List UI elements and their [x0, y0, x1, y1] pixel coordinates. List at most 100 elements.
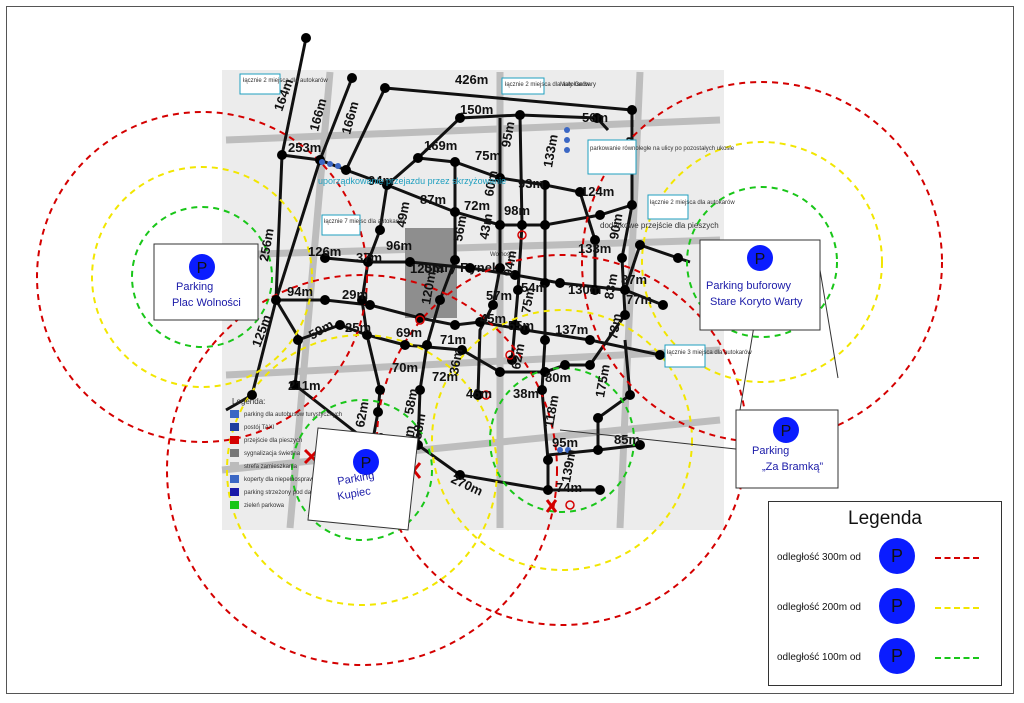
callout-text: łącznie 3 miejsca dla autokarów [667, 350, 752, 356]
distance-label: 94m [287, 284, 313, 299]
route-node [450, 207, 460, 217]
legend-row-100m: odległość 100m od P [769, 638, 1001, 678]
route-node [510, 320, 520, 330]
map-inner-legend: Legenda: parking dla autobusów turystycz… [230, 397, 342, 509]
range-circles-stare-koryto [581, 81, 943, 443]
parking-za-bramka: P Parking „Za Bramką” [735, 409, 839, 489]
distance-label: 58m [401, 387, 420, 415]
map-legend-swatch [230, 449, 239, 457]
distance-label: 56m [450, 214, 469, 242]
parking-icon: P [879, 638, 915, 674]
route-node [373, 407, 383, 417]
route-node [362, 330, 372, 340]
parking-plac-wolnosci: P Parking Plac Wolności [153, 243, 259, 321]
route-node [382, 180, 392, 190]
route-node [590, 235, 600, 245]
distance-label: 75m [518, 286, 537, 314]
route-node [413, 153, 423, 163]
distance-label: 43m [476, 212, 495, 240]
route-node [540, 180, 550, 190]
map-legend-title: Legenda: [232, 397, 265, 406]
legend-title: Legenda [848, 508, 922, 529]
route-node [517, 220, 527, 230]
distance-label: 38m [513, 386, 539, 401]
route-node [465, 263, 475, 273]
distance-label: 124m [581, 184, 614, 199]
distance-label: 98m [504, 203, 530, 218]
route-node [475, 317, 485, 327]
route-node [543, 485, 553, 495]
distance-label: 96m [386, 238, 412, 253]
route-node [620, 310, 630, 320]
parking-name-line1: Parking [752, 445, 789, 457]
range-circles-kupiec [166, 274, 558, 666]
route-node [415, 313, 425, 323]
distance-label: 150m [460, 102, 493, 117]
parking-icon: P [879, 588, 915, 624]
route-node [495, 263, 505, 273]
map-legend-swatch [230, 423, 239, 431]
distance-label: 253m [288, 140, 321, 155]
legend-row-200m: odległość 200m od P [769, 588, 1001, 628]
route-node [627, 105, 637, 115]
route-node [271, 295, 281, 305]
parking-letter: P [361, 455, 372, 472]
route-node [515, 110, 525, 120]
parking-icon: P [879, 538, 915, 574]
route-node [301, 33, 311, 43]
distance-label: 36m [446, 347, 465, 375]
route-node [341, 165, 351, 175]
distance-label: 57m [486, 288, 512, 303]
distance-label: 75m [475, 148, 501, 163]
distance-label: 73m [605, 312, 624, 340]
distance-label: 72m [432, 369, 458, 384]
route-node [635, 440, 645, 450]
distance-label: 45m [480, 311, 506, 326]
distance-label: 87m [420, 192, 446, 207]
route-node [290, 380, 300, 390]
dashed-line-300m [935, 557, 979, 559]
distance-label: 46m [466, 386, 492, 401]
parking-name-line2: Kupiec [336, 485, 372, 503]
callout-text: łącznie 2 miejsca dla autokarów [243, 78, 328, 84]
route-node [555, 278, 565, 288]
route-node [655, 350, 665, 360]
route-node [617, 253, 627, 263]
distance-label: 95m [552, 435, 578, 450]
route-node [507, 355, 517, 365]
route-node [540, 335, 550, 345]
route-node [595, 210, 605, 220]
legend-label: odległość 100m od [777, 652, 861, 663]
callout-text: dodatkowe przejście dla pieszych [600, 221, 719, 230]
route-node [543, 455, 553, 465]
distance-label: 139m [558, 448, 579, 483]
distance-label: 94m [500, 249, 519, 277]
distance-label: 60m [481, 169, 500, 197]
legend-label: odległość 300m od [777, 552, 861, 563]
distance-label: 133m [540, 133, 561, 168]
map-legend-swatch [230, 436, 239, 444]
map-legend-swatch [230, 501, 239, 509]
route-node [357, 295, 367, 305]
distance-label: 137m [555, 322, 588, 337]
distance-label: 133m [578, 241, 611, 256]
stary-rynek-block [405, 228, 457, 318]
parking-name-line2: „Za Bramką” [762, 461, 823, 473]
parking-name-line1: Parking buforowy [706, 280, 791, 292]
parking-name-line1: Parking [176, 281, 213, 293]
route-node [592, 113, 602, 123]
route-node [293, 335, 303, 345]
route-node [247, 390, 257, 400]
route-node [375, 225, 385, 235]
route-node [495, 220, 505, 230]
route-node [400, 340, 410, 350]
route-node [405, 257, 415, 267]
parking-name-line2: Stare Koryto Warty [710, 296, 803, 308]
distance-label: 93m [518, 176, 544, 191]
distance-label: 211m [288, 378, 321, 393]
route-node [495, 367, 505, 377]
parking-letter: P [781, 423, 792, 440]
distance-label: 72m [464, 198, 490, 213]
